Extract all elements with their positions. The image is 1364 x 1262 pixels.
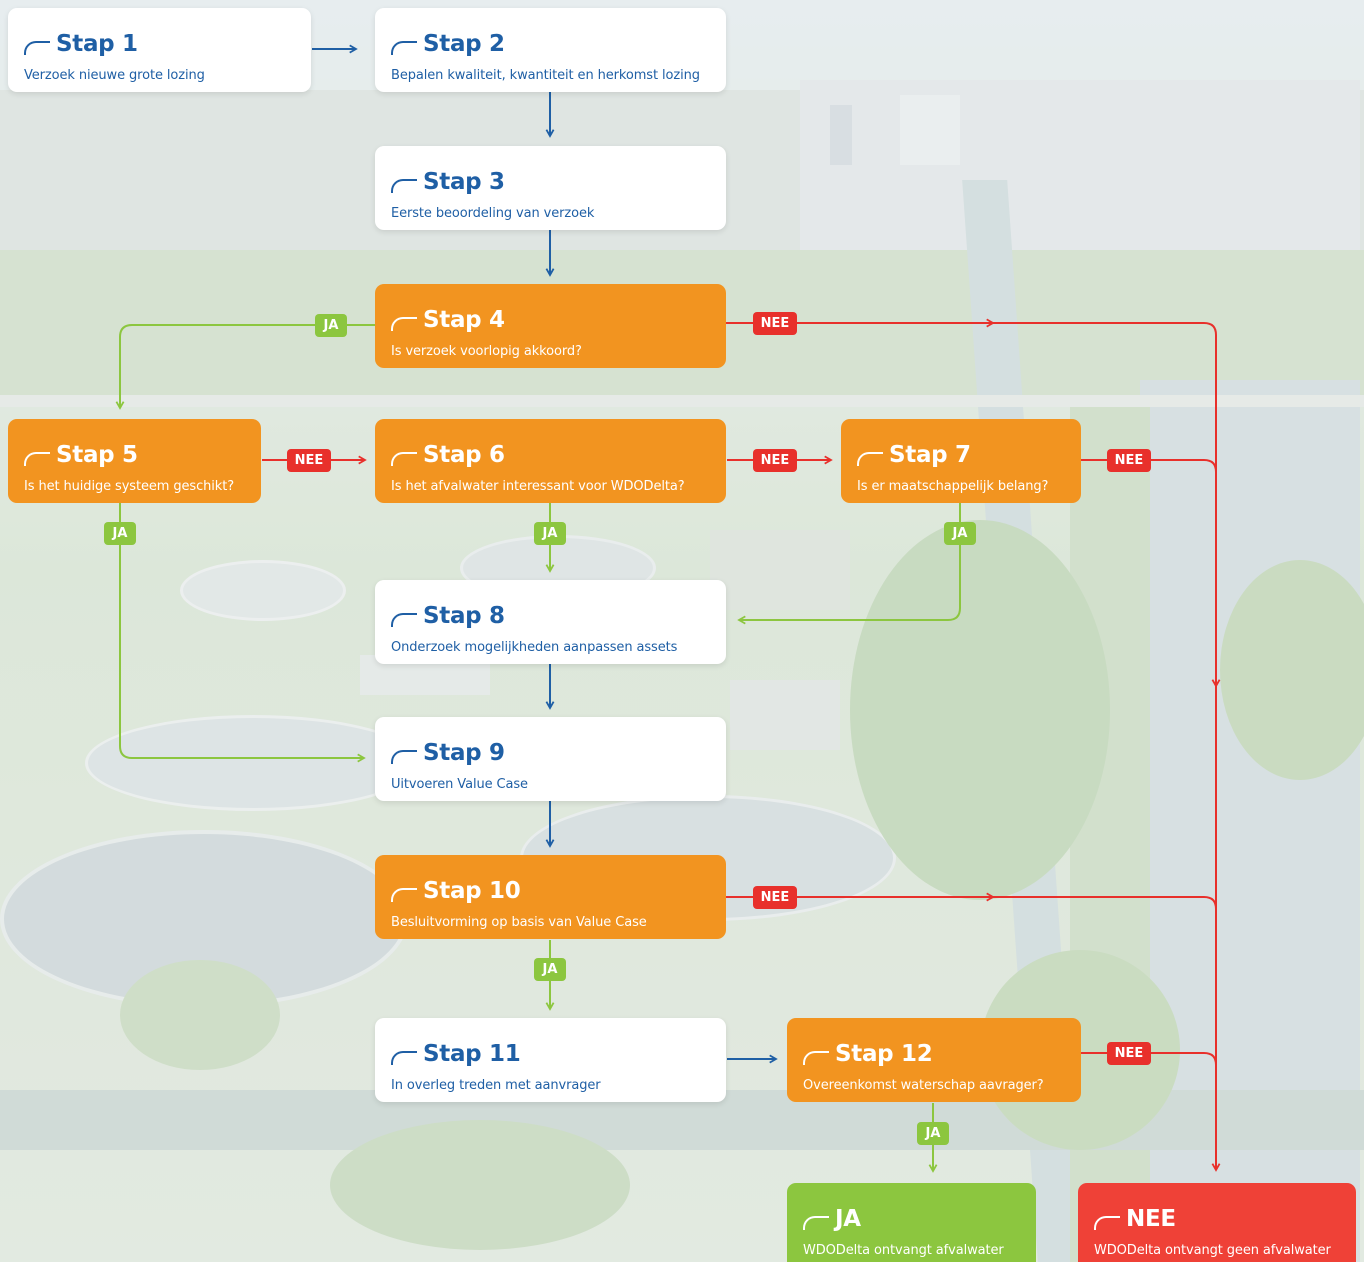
hook-icon	[391, 1051, 417, 1065]
red-arrows	[262, 323, 1216, 1170]
step-text: In overleg treden met aanvrager	[391, 1078, 601, 1093]
step-title: Stap 11	[423, 1041, 521, 1067]
hook-icon	[391, 317, 417, 331]
step-1-box: Stap 1 Verzoek nieuwe grote lozing	[8, 8, 311, 92]
outcome-text: WDODelta ontvangt afvalwater	[803, 1243, 1004, 1258]
step-title: Stap 9	[423, 740, 505, 766]
step-text: Besluitvorming op basis van Value Case	[391, 915, 647, 930]
hook-icon	[391, 41, 417, 55]
hook-icon	[24, 452, 50, 466]
outcome-title: JA	[835, 1206, 861, 1232]
step-4-box: Stap 4 Is verzoek voorlopig akkoord?	[375, 284, 726, 368]
hook-icon	[391, 452, 417, 466]
step-text: Eerste beoordeling van verzoek	[391, 206, 595, 221]
hook-icon	[1094, 1216, 1120, 1230]
blue-arrows	[312, 49, 776, 1059]
badge-ja-step6: JA	[534, 522, 566, 545]
badge-nee-step5: NEE	[287, 449, 331, 472]
step-title: Stap 7	[889, 442, 971, 468]
step-text: Is het huidige systeem geschikt?	[24, 479, 235, 494]
step-title: Stap 8	[423, 603, 505, 629]
step-2-box: Stap 2 Bepalen kwaliteit, kwantiteit en …	[375, 8, 726, 92]
step-title: Stap 5	[56, 442, 138, 468]
hook-icon	[391, 613, 417, 627]
outcome-text: WDODelta ontvangt geen afvalwater	[1094, 1243, 1331, 1258]
step-3-box: Stap 3 Eerste beoordeling van verzoek	[375, 146, 726, 230]
step-text: Bepalen kwaliteit, kwantiteit en herkoms…	[391, 68, 700, 83]
step-title: Stap 2	[423, 31, 505, 57]
step-text: Overeenkomst waterschap aavrager?	[803, 1078, 1044, 1093]
hook-icon	[803, 1051, 829, 1065]
badge-nee-step10: NEE	[753, 886, 797, 909]
hook-icon	[857, 452, 883, 466]
outcome-title: NEE	[1126, 1206, 1176, 1232]
step-text: Is verzoek voorlopig akkoord?	[391, 344, 582, 359]
badge-nee-step4: NEE	[753, 312, 797, 335]
badge-nee-step7: NEE	[1107, 449, 1151, 472]
step-text: Uitvoeren Value Case	[391, 777, 528, 792]
hook-icon	[24, 41, 50, 55]
badge-ja-step4: JA	[315, 314, 347, 337]
step-7-box: Stap 7 Is er maatschappelijk belang?	[841, 419, 1081, 503]
badge-nee-step12: NEE	[1107, 1042, 1151, 1065]
step-title: Stap 6	[423, 442, 505, 468]
step-text: Verzoek nieuwe grote lozing	[24, 68, 205, 83]
badge-ja-step12: JA	[917, 1122, 949, 1145]
step-8-box: Stap 8 Onderzoek mogelijkheden aanpassen…	[375, 580, 726, 664]
step-11-box: Stap 11 In overleg treden met aanvrager	[375, 1018, 726, 1102]
hook-icon	[803, 1216, 829, 1230]
step-9-box: Stap 9 Uitvoeren Value Case	[375, 717, 726, 801]
outcome-ja-box: JA WDODelta ontvangt afvalwater	[787, 1183, 1036, 1262]
badge-ja-step5: JA	[104, 522, 136, 545]
step-text: Is het afvalwater interessant voor WDODe…	[391, 479, 685, 494]
step-12-box: Stap 12 Overeenkomst waterschap aavrager…	[787, 1018, 1081, 1102]
badge-nee-step6: NEE	[753, 449, 797, 472]
hook-icon	[391, 888, 417, 902]
step-title: Stap 1	[56, 31, 138, 57]
step-text: Is er maatschappelijk belang?	[857, 479, 1049, 494]
badge-ja-step10: JA	[534, 958, 566, 981]
step-6-box: Stap 6 Is het afvalwater interessant voo…	[375, 419, 726, 503]
step-title: Stap 3	[423, 169, 505, 195]
outcome-nee-box: NEE WDODelta ontvangt geen afvalwater	[1078, 1183, 1356, 1262]
step-text: Onderzoek mogelijkheden aanpassen assets	[391, 640, 678, 655]
step-title: Stap 12	[835, 1041, 933, 1067]
step-title: Stap 10	[423, 878, 521, 904]
badge-ja-step7: JA	[944, 522, 976, 545]
hook-icon	[391, 750, 417, 764]
step-title: Stap 4	[423, 307, 505, 333]
hook-icon	[391, 179, 417, 193]
step-5-box: Stap 5 Is het huidige systeem geschikt?	[8, 419, 261, 503]
step-10-box: Stap 10 Besluitvorming op basis van Valu…	[375, 855, 726, 939]
